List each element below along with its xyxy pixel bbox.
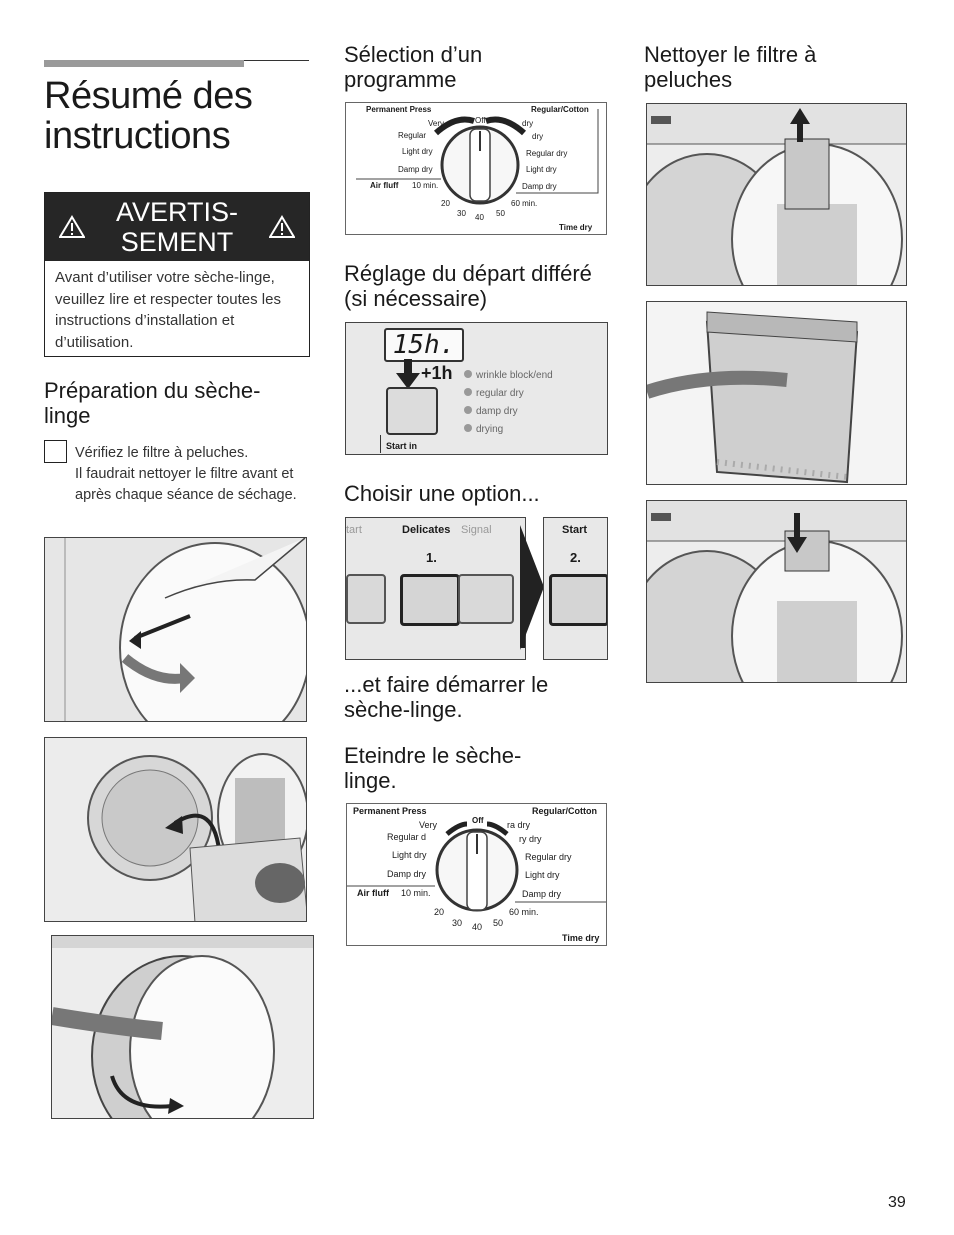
- dial-label-30: 30: [457, 209, 466, 218]
- dial-label-60min: 60 min.: [511, 199, 538, 208]
- prep-check-line1: Vérifiez le filtre à peluches.: [75, 445, 249, 461]
- off-dial-off: Off: [472, 816, 484, 825]
- dial-label-light-dry: Light dry: [402, 147, 433, 156]
- option-step2-label: 2.: [570, 550, 581, 565]
- off-dial-damp-dry-right: Damp dry: [522, 889, 562, 899]
- status-list: wrinkle block/end regular dry damp dry d…: [464, 367, 553, 439]
- dial-label-dry-top: dry: [522, 119, 534, 128]
- off-dial-10min: 10 min.: [401, 888, 431, 898]
- off-dial-60min: 60 min.: [509, 907, 539, 917]
- dial-label-regular-dry: Regular dry: [526, 149, 568, 158]
- warning-triangle-icon: [269, 215, 295, 238]
- status-item: wrinkle block/end: [464, 367, 553, 385]
- dial-label-light-dry-right: Light dry: [526, 165, 557, 174]
- loading-laundry-illustration: [44, 737, 307, 922]
- dial-label-damp-dry-right: Damp dry: [522, 182, 557, 191]
- down-arrow-icon: [396, 359, 420, 389]
- prep-check-line2: Il faudrait nettoyer le filtre avant et …: [75, 466, 297, 503]
- dial-label-10min: 10 min.: [412, 181, 439, 190]
- signal-button[interactable]: [458, 574, 514, 624]
- option-button-left[interactable]: [346, 574, 386, 624]
- prep-heading: Préparation du sèche-linge: [44, 378, 261, 428]
- delicates-button[interactable]: [400, 574, 460, 626]
- warning-title: AVERTIS- SEMENT: [45, 197, 309, 257]
- start-in-label: Start in: [386, 441, 418, 451]
- off-dial-regular-dry: Regular dry: [525, 852, 572, 862]
- off-dial-20: 20: [434, 907, 445, 917]
- delay-plus-label: +1h: [421, 363, 453, 383]
- off-dial-dry-right: ry dry: [519, 834, 542, 844]
- start-heading: ...et faire démarrer le sèche-linge.: [344, 672, 549, 722]
- warning-triangle-icon: [59, 215, 85, 238]
- header-accent-bar: [44, 60, 244, 67]
- dial-label-20: 20: [441, 199, 450, 208]
- option-delicates-label: Delicates: [402, 524, 451, 536]
- off-dial-damp-dry: Damp dry: [387, 869, 427, 879]
- off-dial: Permanent Press Regular/Cotton Very Off …: [346, 803, 607, 946]
- dial-label-permanent-press: Permanent Press: [366, 105, 432, 114]
- dial-label-air-fluff: Air fluff: [370, 181, 399, 190]
- status-drying: drying: [476, 424, 504, 435]
- off-dial-40: 40: [472, 922, 483, 932]
- status-item: regular dry: [464, 385, 553, 403]
- option-signal-label: Signal: [461, 524, 492, 536]
- dial-label-off: Off: [475, 116, 486, 125]
- warning-title-line1: AVERTIS-: [115, 197, 239, 227]
- off-dial-time-dry: Time dry: [562, 933, 600, 943]
- warning-header: AVERTIS- SEMENT: [45, 193, 309, 261]
- programme-dial: Permanent Press Regular/Cotton Very Off …: [345, 102, 607, 235]
- off-dial-light-dry-right: Light dry: [525, 870, 560, 880]
- off-dial-regular-cotton: Regular/Cotton: [532, 806, 597, 816]
- off-dial-very: Very: [419, 820, 438, 830]
- programme-heading: Sélection d’un programme: [344, 42, 483, 92]
- dial-label-damp-dry: Damp dry: [398, 165, 433, 174]
- start-button[interactable]: [549, 574, 607, 626]
- dial-label-time-dry: Time dry: [559, 223, 593, 232]
- door-close-illustration: [51, 935, 314, 1119]
- off-dial-regular-left: Regular d: [387, 832, 427, 842]
- checkbox: [44, 440, 67, 463]
- warning-text: Avant d’utiliser votre sèche-linge, veui…: [55, 269, 281, 351]
- option-panel: tart Delicates Signal 1.: [345, 517, 526, 660]
- page-title: Résumé des instructions: [44, 75, 253, 157]
- delay-button[interactable]: [386, 387, 438, 435]
- start-in-tick: [380, 435, 381, 453]
- start-panel: Start 2.: [543, 517, 608, 660]
- delay-display: 15h.: [384, 328, 464, 362]
- filter-clean-illustration: [646, 301, 907, 485]
- option-step1-label: 1.: [426, 550, 437, 565]
- delay-heading: Réglage du départ différé (si nécessaire…: [344, 261, 592, 311]
- status-item: drying: [464, 421, 553, 439]
- filter-replace-illustration: [646, 500, 907, 683]
- off-dial-30: 30: [452, 918, 463, 928]
- off-dial-light-dry: Light dry: [392, 850, 427, 860]
- start-label: Start: [562, 524, 588, 536]
- option-heading: Choisir une option...: [344, 481, 540, 506]
- off-dial-50: 50: [493, 918, 504, 928]
- dial-label-regular-cotton: Regular/Cotton: [531, 105, 589, 114]
- option-tart-label: tart: [346, 524, 362, 536]
- page-number: 39: [888, 1194, 906, 1211]
- off-dial-permanent-press: Permanent Press: [353, 806, 427, 816]
- dial-label-very: Very: [428, 119, 445, 128]
- status-item: damp dry: [464, 403, 553, 421]
- next-step-arrow-icon: [520, 525, 544, 650]
- warning-title-line2: SEMENT: [120, 227, 234, 257]
- status-wrinkle-block: wrinkle block/end: [476, 370, 553, 381]
- filter-remove-illustration: [646, 103, 907, 286]
- dial-label-dry-right: dry: [532, 132, 544, 141]
- status-regular-dry: regular dry: [476, 388, 524, 399]
- status-damp-dry: damp dry: [476, 406, 518, 417]
- door-open-illustration: [44, 537, 307, 722]
- prep-text: Vérifiez le filtre à peluches. Il faudra…: [75, 443, 310, 506]
- delay-panel: 15h. +1h Start in wrinkle block/end regu…: [345, 322, 608, 455]
- filter-heading: Nettoyer le filtre à peluches: [644, 42, 817, 92]
- warning-box: AVERTIS- SEMENT Avant d’utiliser votre s…: [44, 192, 310, 357]
- off-heading: Eteindre le sèche-linge.: [344, 743, 522, 793]
- off-dial-dry-top: ra dry: [507, 820, 531, 830]
- dial-label-40: 40: [475, 213, 484, 222]
- dial-label-regular-left: Regular: [398, 131, 427, 140]
- dial-label-50: 50: [496, 209, 505, 218]
- off-dial-air-fluff: Air fluff: [357, 888, 389, 898]
